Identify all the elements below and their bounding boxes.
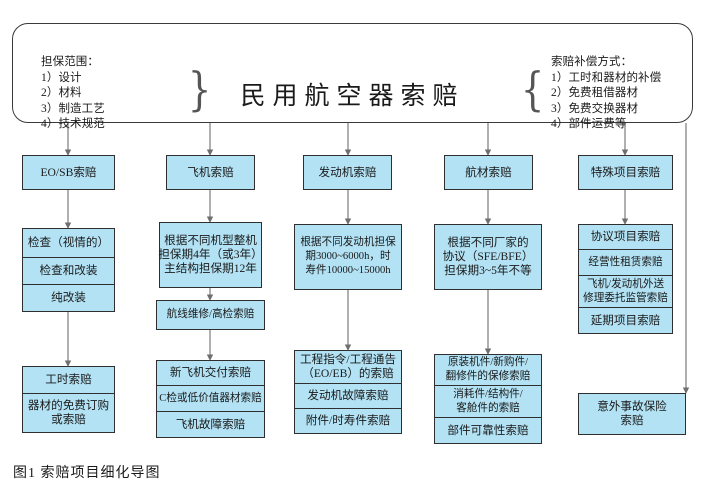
- node-accident-insurance-claim[interactable]: 意外事故保险 索赔: [578, 393, 686, 435]
- node-aircraft-head[interactable]: 飞机索赔: [166, 155, 255, 190]
- node-new-aircraft-delivery[interactable]: 新飞机交付索赔: [156, 360, 265, 386]
- group-special-claims: 协议项目索赔 经营性租赁索赔 飞机/发动机外送 修理委托监管索赔 延期项目索赔: [578, 224, 673, 334]
- node-eo-sb-head[interactable]: EO/SB索赔: [22, 155, 115, 190]
- node-c-check-claim[interactable]: C检或低价值器材索赔: [156, 386, 265, 412]
- node-inspection-mod[interactable]: 检查和改装: [22, 258, 115, 285]
- node-component-reliability-claim[interactable]: 部件可靠性索赔: [434, 418, 542, 444]
- node-operating-lease-claim[interactable]: 经营性租赁索赔: [578, 250, 673, 276]
- node-inspection[interactable]: 检查（视情的）: [22, 228, 115, 258]
- node-consumable-structure-claim[interactable]: 消耗件/结构件/ 客舱件的索赔: [434, 386, 542, 418]
- node-aircraft-warranty-note[interactable]: 根据不同机型整机 担保期4年（或3年） 主结构担保期12年: [158, 222, 263, 288]
- node-engine-warranty-note[interactable]: 根据不同发动机担保 期3000~6000h，时 寿件10000~15000h: [294, 224, 402, 290]
- node-oem-new-overhaul-claim[interactable]: 原装机件/新购件/ 翻修件的保修索赔: [434, 354, 542, 386]
- node-material-warranty-note[interactable]: 根据不同厂家的 协议（SFE/BFE） 担保期3~5年不等: [434, 224, 542, 290]
- node-agreement-project-claim[interactable]: 协议项目索赔: [578, 224, 673, 250]
- figure-caption: 图1 索赔项目细化导图: [13, 466, 161, 481]
- node-engine-fault-claim[interactable]: 发动机故障索赔: [294, 384, 402, 409]
- group-eo-sb-inspection: 检查（视情的） 检查和改装 纯改装: [22, 228, 115, 312]
- node-labor-claim[interactable]: 工时索赔: [22, 366, 115, 394]
- compensation-method-list: 索赔补偿方式： 1）工时和器材的补偿 2）免费租借器材 3）免费交换器材 4）部…: [551, 56, 662, 131]
- node-free-order-claim[interactable]: 器材的免费订购 或索赔: [22, 394, 115, 433]
- node-accessory-life-claim[interactable]: 附件/时寿件索赔: [294, 409, 402, 434]
- page-title: 民用航空器索赔: [240, 83, 465, 110]
- node-aircraft-fault-claim[interactable]: 飞机故障索赔: [156, 412, 265, 438]
- header-banner: 担保范围： 1）设计 2）材料 3）制造工艺 4）技术规范 索赔补偿方式： 1）…: [12, 23, 693, 130]
- group-aircraft-claims: 新飞机交付索赔 C检或低价值器材索赔 飞机故障索赔: [156, 360, 265, 438]
- left-brace-icon: }: [187, 62, 212, 116]
- group-engine-claims: 工程指令/工程通告 （EO/EB）的索赔 发动机故障索赔 附件/时寿件索赔: [294, 350, 402, 434]
- node-pure-mod[interactable]: 纯改装: [22, 285, 115, 312]
- node-line-maintenance[interactable]: 航线维修/高检索赔: [156, 300, 265, 330]
- right-brace-icon: {: [520, 62, 545, 116]
- node-special-head[interactable]: 特殊项目索赔: [578, 155, 673, 190]
- node-engineering-order-claim[interactable]: 工程指令/工程通告 （EO/EB）的索赔: [294, 350, 402, 384]
- node-material-head[interactable]: 航材索赔: [444, 155, 533, 190]
- node-outsourced-repair-claim[interactable]: 飞机/发动机外送 修理委托监管索赔: [578, 276, 673, 308]
- group-eo-sb-claims: 工时索赔 器材的免费订购 或索赔: [22, 366, 115, 433]
- group-material-claims: 原装机件/新购件/ 翻修件的保修索赔 消耗件/结构件/ 客舱件的索赔 部件可靠性…: [434, 354, 542, 444]
- guarantee-scope-list: 担保范围： 1）设计 2）材料 3）制造工艺 4）技术规范: [41, 56, 105, 131]
- node-engine-head[interactable]: 发动机索赔: [303, 155, 392, 190]
- node-extension-project-claim[interactable]: 延期项目索赔: [578, 308, 673, 334]
